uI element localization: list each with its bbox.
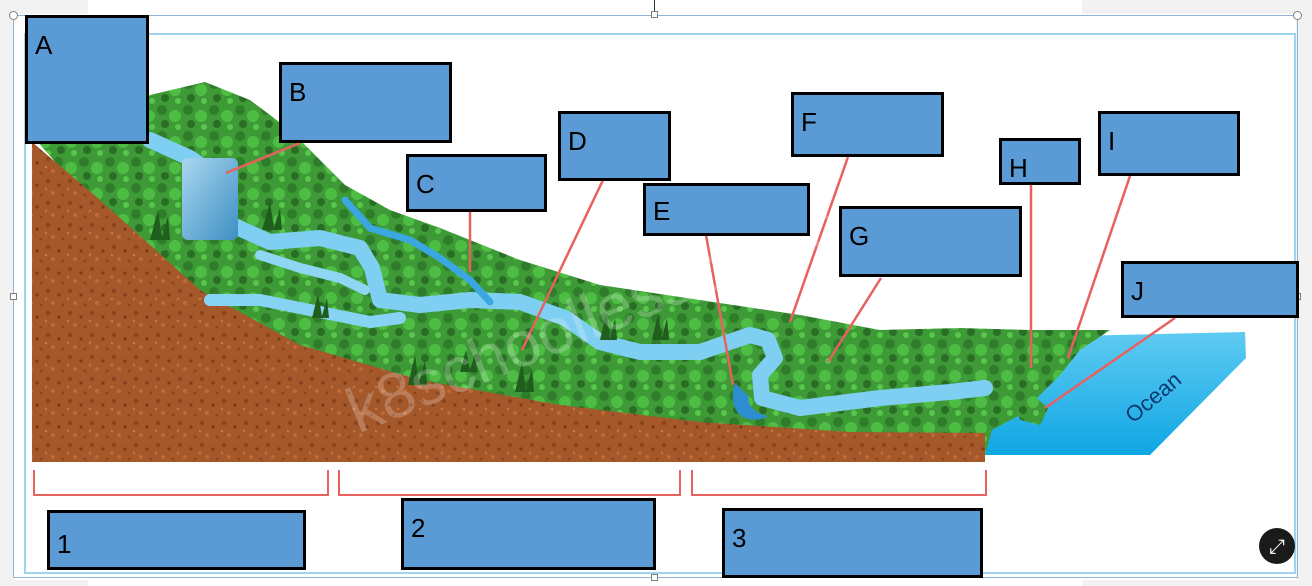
river-tributary-3 bbox=[255, 250, 370, 295]
oxbow-lake bbox=[732, 383, 768, 420]
bracket-2 bbox=[338, 470, 681, 496]
grass-land bbox=[36, 82, 1110, 455]
plants bbox=[150, 202, 669, 392]
pointer-lines bbox=[225, 141, 1176, 410]
label-f-text: F bbox=[801, 107, 817, 137]
label-c-text: C bbox=[416, 169, 435, 199]
expand-icon: ⤢ bbox=[1269, 534, 1285, 558]
label-box-2[interactable]: 2 bbox=[401, 498, 656, 570]
delta-island-3 bbox=[992, 395, 1010, 415]
label-box-c[interactable]: C bbox=[406, 154, 547, 212]
label-2-text: 2 bbox=[411, 513, 426, 543]
label-h-text: H bbox=[1009, 153, 1028, 183]
resize-handle-top-right[interactable] bbox=[1293, 11, 1302, 20]
top-center-tick bbox=[654, 0, 655, 12]
label-box-h[interactable]: H bbox=[999, 138, 1081, 185]
resize-handle-bottom[interactable] bbox=[651, 574, 658, 581]
label-box-f[interactable]: F bbox=[791, 92, 944, 157]
label-box-1[interactable]: 1 bbox=[47, 510, 306, 570]
waterfall bbox=[182, 158, 238, 240]
label-g-text: G bbox=[849, 221, 870, 251]
label-box-a[interactable]: A bbox=[25, 15, 149, 144]
resize-handle-top-left[interactable] bbox=[9, 11, 18, 20]
label-e-text: E bbox=[653, 196, 671, 226]
bracket-3 bbox=[691, 470, 987, 496]
expand-button[interactable]: ⤢ bbox=[1259, 528, 1295, 564]
label-d-text: D bbox=[568, 126, 587, 156]
label-b-text: B bbox=[289, 77, 307, 107]
label-1-text: 1 bbox=[57, 529, 72, 559]
label-i-text: I bbox=[1108, 126, 1116, 156]
label-3-text: 3 bbox=[732, 523, 747, 553]
label-box-d[interactable]: D bbox=[558, 111, 671, 181]
label-a-text: A bbox=[35, 30, 53, 60]
label-box-j[interactable]: J bbox=[1121, 261, 1299, 318]
label-j-text: J bbox=[1131, 276, 1144, 306]
delta-island-2 bbox=[1012, 392, 1048, 425]
soil-layer bbox=[32, 142, 985, 462]
label-box-3[interactable]: 3 bbox=[722, 508, 983, 578]
resize-handle-top[interactable] bbox=[651, 11, 658, 18]
label-box-b[interactable]: B bbox=[279, 62, 452, 143]
resize-handle-left[interactable] bbox=[10, 293, 17, 300]
bracket-1 bbox=[33, 470, 329, 496]
label-box-e[interactable]: E bbox=[643, 183, 810, 236]
section-brackets bbox=[33, 470, 987, 496]
label-box-g[interactable]: G bbox=[839, 206, 1022, 277]
label-box-i[interactable]: I bbox=[1098, 111, 1240, 176]
river-main bbox=[142, 132, 993, 416]
river-tributary-2 bbox=[341, 196, 494, 306]
